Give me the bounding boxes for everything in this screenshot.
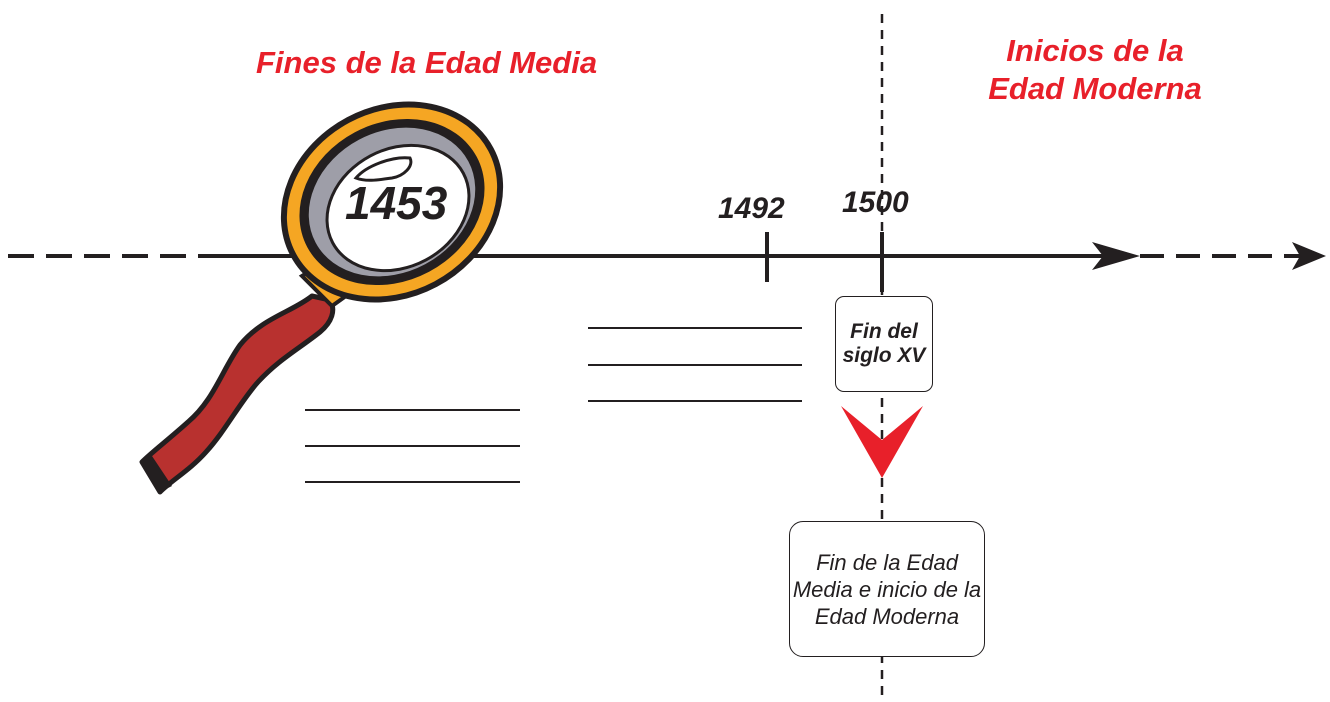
timeline-arrowhead-icon	[1092, 242, 1140, 270]
timeline-end-arrowhead-icon	[1292, 242, 1326, 270]
year-label-1453: 1453	[345, 177, 448, 229]
transition-box: Fin de la Edad Media e inicio de la Edad…	[789, 521, 985, 657]
answer-lines-left	[305, 409, 520, 483]
year-label-1492: 1492	[718, 192, 785, 225]
end-of-century-text: Fin del siglo XV	[842, 320, 926, 367]
heading-early-modern-age: Inicios de la Edad Moderna	[975, 32, 1215, 108]
heading-early-modern-age-line2: Edad Moderna	[988, 71, 1202, 106]
transition-text: Fin de la Edad Media e inicio de la Edad…	[792, 549, 982, 629]
red-down-arrow-icon	[841, 406, 923, 478]
answer-lines-middle	[588, 327, 802, 402]
end-of-century-box: Fin del siglo XV	[835, 296, 933, 392]
heading-early-modern-age-line1: Inicios de la	[1006, 33, 1184, 68]
heading-late-middle-ages: Fines de la Edad Media	[256, 45, 598, 80]
magnifying-glass-icon	[139, 101, 504, 495]
year-label-1500: 1500	[842, 186, 909, 219]
